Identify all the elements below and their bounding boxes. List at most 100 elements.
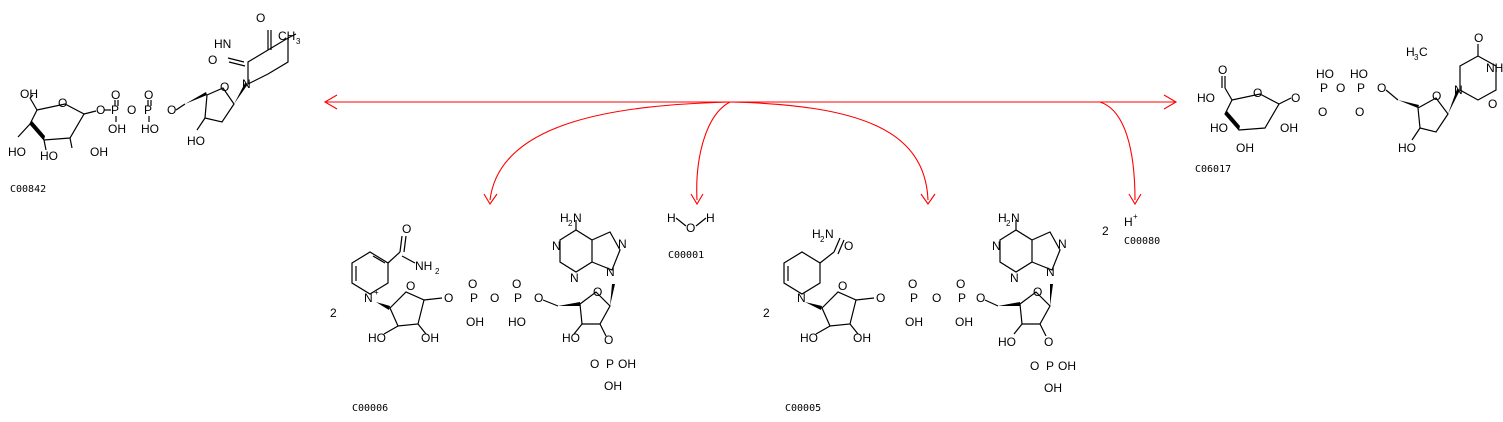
svg-text:3: 3 [1414,53,1419,62]
svg-text:O: O [932,291,941,305]
svg-text:OH: OH [618,357,636,371]
svg-text:P: P [514,291,522,305]
branch-arrow-c00005-head [920,193,936,205]
svg-text:O: O [590,357,599,371]
compound-c00080: 2 H + C00080 [1102,212,1160,247]
svg-text:O: O [220,80,229,94]
compound-c00005: 2 O H 2 N N HO OH O O P O OH O P O OH O … [763,211,1076,414]
svg-text:N: N [1046,265,1055,279]
svg-text:H: H [706,211,715,225]
svg-text:P: P [958,291,966,305]
svg-text:OH: OH [466,315,484,329]
svg-text:O: O [1355,105,1364,119]
svg-text:O: O [1291,91,1300,105]
svg-text:N: N [1058,237,1067,251]
svg-text:N: N [242,77,251,91]
svg-text:HO: HO [1398,141,1416,155]
svg-text:P: P [910,291,918,305]
svg-text:HO: HO [1350,67,1368,81]
svg-text:O: O [876,291,885,305]
svg-text:HO: HO [1316,67,1334,81]
coefficient-c00005: 2 [763,306,770,320]
compound-id-c00842: C00842 [10,184,46,195]
svg-text:H: H [1124,215,1133,229]
main-arrow-left-head [323,94,338,110]
compound-id-c00080: C00080 [1124,236,1160,247]
compound-c00006: 2 O NH 2 N + HO OH O O P O OH O P O HO O… [330,211,636,414]
svg-text:O: O [208,53,217,67]
svg-text:O: O [406,279,415,293]
svg-text:O: O [1474,31,1483,45]
svg-text:+: + [374,288,379,297]
branch-arrow-c00005 [729,101,929,201]
svg-text:N: N [552,239,561,253]
svg-text:H: H [812,227,821,241]
svg-text:HO: HO [508,315,526,329]
branch-arrow-c00006 [489,101,731,201]
svg-text:OH: OH [20,87,38,101]
svg-text:OH: OH [1058,359,1076,373]
svg-text:O: O [1030,359,1039,373]
svg-text:O: O [908,277,917,291]
compound-c06017: O HO O HO OH OH O P HO O O P HO O O HO O… [1195,31,1503,175]
svg-text:O: O [844,239,853,253]
svg-text:HO: HO [998,335,1016,349]
svg-text:N: N [825,227,834,241]
svg-text:HO: HO [1210,121,1228,135]
coefficient-c00006: 2 [330,306,337,320]
branch-arrow-c00080 [1099,101,1136,201]
svg-text:O: O [111,88,120,102]
svg-text:O: O [956,277,965,291]
svg-text:OH: OH [90,145,108,159]
svg-text:P: P [144,103,152,117]
svg-text:OH: OH [905,315,923,329]
svg-text:N: N [1454,83,1463,97]
svg-text:H: H [1406,45,1415,59]
svg-text:NH: NH [415,259,432,273]
svg-text:O: O [444,291,453,305]
svg-text:HO: HO [8,145,26,159]
svg-text:OH: OH [1280,121,1298,135]
svg-text:O: O [96,103,105,117]
svg-text:HO: HO [368,331,386,345]
svg-text:O: O [686,221,695,235]
svg-text:N: N [570,271,579,285]
compound-id-c00005: C00005 [785,403,821,414]
svg-text:OH: OH [1236,141,1254,155]
svg-text:HO: HO [1197,91,1215,105]
svg-text:O: O [127,103,136,117]
svg-text:O: O [256,11,265,25]
svg-text:HO: HO [562,331,580,345]
compound-id-c06017: C06017 [1195,164,1231,175]
svg-text:+: + [1133,212,1138,221]
coefficient-c00080: 2 [1102,224,1109,238]
svg-text:2: 2 [435,267,440,276]
compound-id-c00001: C00001 [668,250,704,261]
svg-text:CH: CH [278,29,295,43]
svg-text:H: H [560,211,569,225]
svg-text:O: O [534,291,543,305]
svg-text:OH: OH [604,379,622,393]
compound-c00842: OH O HO HO OH O P O OH O P O HO O HO O [8,11,301,195]
svg-text:O: O [604,333,613,347]
svg-text:O: O [1488,97,1497,111]
svg-text:P: P [470,291,478,305]
svg-text:OH: OH [421,331,439,345]
svg-text:O: O [468,277,477,291]
svg-text:H: H [667,211,676,225]
svg-text:O: O [144,88,153,102]
svg-text:OH: OH [853,331,871,345]
svg-text:N: N [573,211,582,225]
branch-arrow-c00001 [696,101,731,201]
svg-text:N: N [364,291,373,305]
svg-text:N: N [1010,271,1019,285]
svg-text:P: P [1046,359,1054,373]
svg-text:O: O [167,103,176,117]
svg-text:2: 2 [568,219,573,228]
svg-text:O: O [1318,105,1327,119]
svg-text:O: O [593,285,602,299]
svg-text:O: O [1432,89,1441,103]
svg-text:HO: HO [187,134,205,148]
svg-text:O: O [976,291,985,305]
